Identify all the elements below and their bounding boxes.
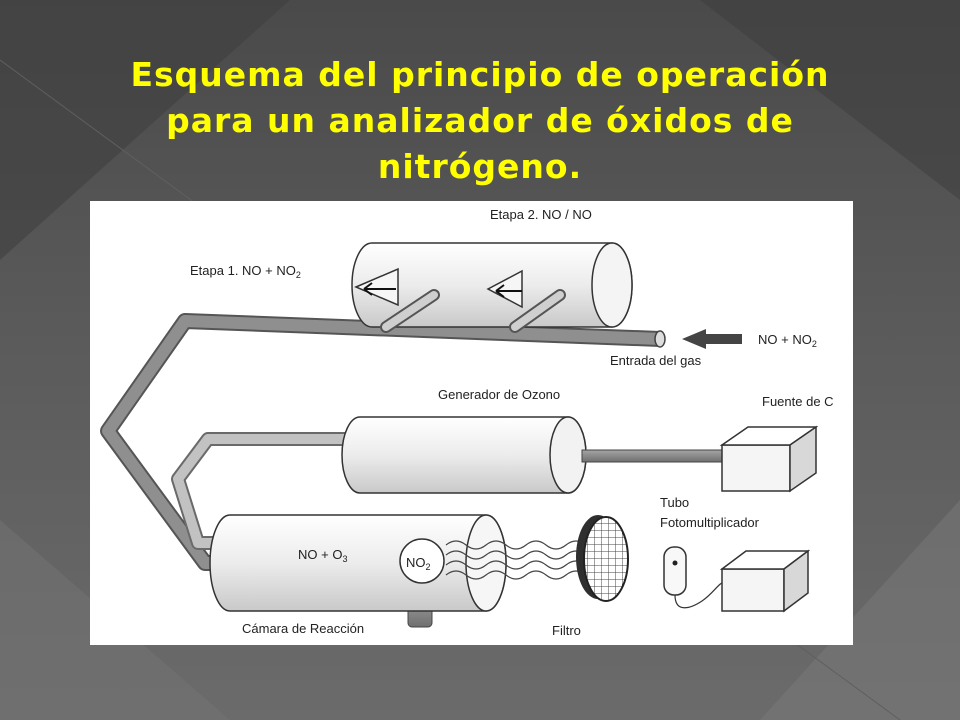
label-no2-circle: NO2 <box>406 555 431 572</box>
title-line-2: para un analizador de óxidos de <box>166 101 794 140</box>
label-source: Fuente de C <box>762 394 834 409</box>
bg-facet-top-right <box>700 0 960 200</box>
label-tube-line-1: Tubo <box>660 495 689 510</box>
valve-stage-1 <box>354 267 440 333</box>
detector-box <box>719 549 811 613</box>
label-filter: Filtro <box>552 623 581 638</box>
source-box <box>719 425 819 493</box>
source-feed-rod <box>581 449 731 463</box>
photomultiplier-tube <box>663 546 727 609</box>
label-tube-line-2: Fotomultiplicador <box>660 515 760 530</box>
label-ozone-generator: Generador de Ozono <box>438 387 560 402</box>
bg-facet-top-left <box>0 0 290 260</box>
label-stage-2: Etapa 2. NO / NO <box>490 207 592 222</box>
title-line-3: nitrógeno. <box>377 147 583 186</box>
gas-inlet-arrow <box>682 329 742 349</box>
optical-filter <box>576 515 629 602</box>
label-reaction-chamber: Cámara de Reacción <box>242 621 364 636</box>
bg-facet-bottom-right <box>760 500 960 720</box>
title-line-1: Esquema del principio de operación <box>130 55 830 94</box>
diagram-panel: Etapa 2. NO / NO Etapa 1. NO + NO2 NO + … <box>90 201 853 645</box>
ozone-generator-cylinder <box>341 416 587 494</box>
no2-molecule-circle <box>399 538 445 584</box>
ozone-tube <box>173 434 360 548</box>
label-gas-formula: NO + NO2 <box>758 332 817 349</box>
label-chamber-formula: NO + O3 <box>298 547 347 564</box>
nox-analyzer-diagram: Etapa 2. NO / NO Etapa 1. NO + NO2 NO + … <box>100 207 834 638</box>
label-stage-1: Etapa 1. NO + NO2 <box>190 263 301 280</box>
slide-title: Esquema del principio de operación para … <box>60 52 900 190</box>
reaction-chamber-cylinder <box>209 514 507 628</box>
valve-stage-2 <box>486 269 566 333</box>
gas-inlet-opening <box>654 330 666 348</box>
label-gas-inlet: Entrada del gas <box>610 353 702 368</box>
